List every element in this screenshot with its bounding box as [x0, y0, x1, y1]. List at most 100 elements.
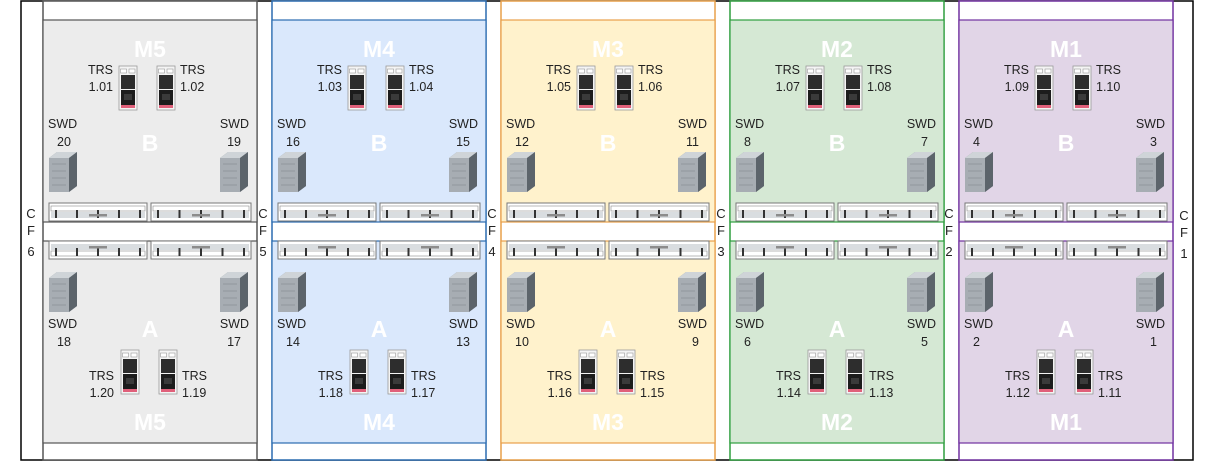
swd-label: SWD	[449, 117, 478, 131]
trs-device-icon	[1074, 349, 1094, 395]
module-top-label: M5	[134, 36, 166, 62]
swd-number: 19	[227, 135, 241, 149]
rack-rail	[735, 202, 835, 222]
swd-label: SWD	[678, 117, 707, 131]
swd-server-icon	[1136, 152, 1164, 192]
trs-label: TRS	[411, 369, 436, 383]
swd-number: 1	[1150, 335, 1157, 349]
cf-label-char: 6	[27, 244, 34, 259]
cf-label-char: C	[487, 206, 496, 221]
swd-number: 2	[973, 335, 980, 349]
trs-label: TRS	[1098, 369, 1123, 383]
trs-label: TRS	[88, 63, 113, 77]
swd-label: SWD	[1136, 317, 1165, 331]
module-m3: M3BAM3TRS1.05TRS1.06TRS1.16TRS1.15SWD12S…	[500, 19, 716, 444]
trs-label: TRS	[180, 63, 205, 77]
trs-number: 1.04	[409, 80, 433, 94]
module-bottom-block	[500, 240, 716, 444]
module-m1: M1BAM1TRS1.09TRS1.10TRS1.12TRS1.11SWD4SW…	[958, 19, 1174, 444]
module-top-label: M4	[363, 36, 395, 62]
trs-device-icon	[578, 349, 598, 395]
trs-label: TRS	[89, 369, 114, 383]
trs-number: 1.12	[1006, 386, 1030, 400]
trs-number: 1.19	[182, 386, 206, 400]
swd-server-icon	[965, 272, 993, 312]
cf-label-char: F	[945, 223, 953, 238]
swd-label: SWD	[964, 117, 993, 131]
swd-server-icon	[449, 152, 477, 192]
swd-server-icon	[1136, 272, 1164, 312]
cf-label-char: F	[259, 223, 267, 238]
trs-label: TRS	[318, 369, 343, 383]
trs-device-icon	[807, 349, 827, 395]
cf-label-group: CF5	[258, 206, 267, 259]
cf-label-group: CF4	[487, 206, 496, 259]
zone-b-label: B	[371, 130, 388, 156]
trs-number: 1.14	[777, 386, 801, 400]
swd-server-icon	[220, 272, 248, 312]
swd-server-icon	[736, 272, 764, 312]
module-m2: M2BAM2TRS1.07TRS1.08TRS1.14TRS1.13SWD8SW…	[729, 19, 945, 444]
trs-device-icon	[576, 65, 596, 111]
trs-label: TRS	[317, 63, 342, 77]
cf-label-char: C	[716, 206, 725, 221]
module-bottom-label: M2	[821, 409, 853, 435]
swd-number: 7	[921, 135, 928, 149]
trs-label: TRS	[409, 63, 434, 77]
module-m5: M5BAM5TRS1.01TRS1.02TRS1.20TRS1.19SWD20S…	[42, 19, 258, 444]
zone-b-label: B	[829, 130, 846, 156]
swd-number: 5	[921, 335, 928, 349]
trs-number: 1.18	[319, 386, 343, 400]
trs-device-icon	[385, 65, 405, 111]
module-bottom-block	[958, 240, 1174, 444]
trs-device-icon	[1034, 65, 1054, 111]
trs-device-icon	[845, 349, 865, 395]
swd-label: SWD	[277, 117, 306, 131]
swd-number: 12	[515, 135, 529, 149]
trs-number: 1.13	[869, 386, 893, 400]
swd-label: SWD	[678, 317, 707, 331]
cf-label-char: C	[944, 206, 953, 221]
module-bottom-label: M1	[1050, 409, 1082, 435]
swd-label: SWD	[735, 317, 764, 331]
zone-a-label: A	[142, 316, 159, 342]
trs-device-icon	[805, 65, 825, 111]
trs-label: TRS	[1004, 63, 1029, 77]
cf-label-char: 3	[717, 244, 724, 259]
cf-label-char: C	[26, 206, 35, 221]
swd-number: 9	[692, 335, 699, 349]
swd-server-icon	[736, 152, 764, 192]
trs-number: 1.06	[638, 80, 662, 94]
cf-label-group: CF6	[26, 206, 35, 259]
swd-number: 20	[57, 135, 71, 149]
trs-number: 1.09	[1005, 80, 1029, 94]
rack-rail	[277, 240, 377, 260]
cf-label-char: 5	[259, 244, 266, 259]
trs-label: TRS	[546, 63, 571, 77]
swd-label: SWD	[48, 317, 77, 331]
swd-number: 4	[973, 135, 980, 149]
trs-number: 1.10	[1096, 80, 1120, 94]
zone-a-label: A	[600, 316, 617, 342]
rack-rail	[48, 240, 148, 260]
trs-label: TRS	[1096, 63, 1121, 77]
swd-number: 17	[227, 335, 241, 349]
module-m4: M4BAM4TRS1.03TRS1.04TRS1.18TRS1.17SWD16S…	[271, 19, 487, 444]
trs-device-icon	[614, 65, 634, 111]
swd-number: 3	[1150, 135, 1157, 149]
trs-device-icon	[118, 65, 138, 111]
trs-device-icon	[158, 349, 178, 395]
trs-device-icon	[843, 65, 863, 111]
rack-rail	[837, 240, 939, 260]
trs-device-icon	[156, 65, 176, 111]
trs-label: TRS	[867, 63, 892, 77]
trs-number: 1.02	[180, 80, 204, 94]
module-top-label: M3	[592, 36, 624, 62]
swd-label: SWD	[449, 317, 478, 331]
zone-b-label: B	[600, 130, 617, 156]
trs-device-icon	[616, 349, 636, 395]
swd-number: 18	[57, 335, 71, 349]
swd-label: SWD	[907, 317, 936, 331]
trs-device-icon	[120, 349, 140, 395]
